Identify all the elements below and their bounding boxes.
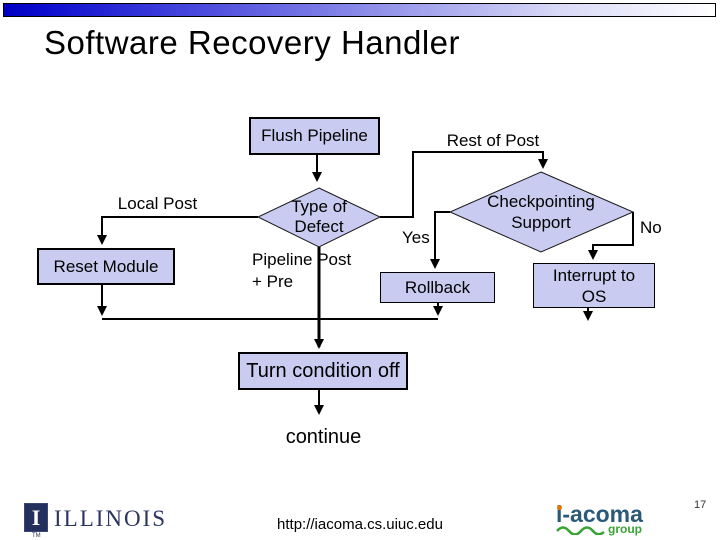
yes-label: Yes xyxy=(402,228,430,247)
arrow-local-post-to-reset xyxy=(97,216,258,245)
illinois-shield-icon: I xyxy=(24,503,48,532)
iacoma-wordmark: i-acoma xyxy=(556,501,643,527)
iacoma-wave-icon xyxy=(556,526,605,535)
page-number: 17 xyxy=(694,499,707,511)
slide-title: Software Recovery Handler xyxy=(44,24,461,61)
illinois-tm: TM xyxy=(32,533,41,539)
checkpointing-support-label: Checkpointing Support xyxy=(487,192,595,232)
local-post-label: Local Post xyxy=(117,194,198,213)
no-label: No xyxy=(640,218,662,237)
iacoma-logo: i-acoma group xyxy=(556,501,656,537)
illinois-shield-letter: I xyxy=(31,504,41,530)
continue-label: continue xyxy=(285,426,362,448)
rest-of-post-label: Rest of Post xyxy=(446,131,540,150)
turn-condition-off-box: Turn condition off xyxy=(238,352,408,390)
footer-url: http://iacoma.cs.uiuc.edu xyxy=(277,516,443,533)
pipeline-post-pre-label: Pipeline Post + Pre xyxy=(252,250,352,291)
title-gradient-bar xyxy=(3,3,716,17)
iacoma-group-label: group xyxy=(608,522,642,536)
reset-module-box: Reset Module xyxy=(37,248,175,285)
flush-pipeline-box: Flush Pipeline xyxy=(249,117,380,155)
interrupt-to-os-box: Interrupt to OS xyxy=(533,263,655,308)
iacoma-dot-icon xyxy=(557,505,562,510)
rollback-box: Rollback xyxy=(380,272,495,303)
type-of-defect-label: Type of Defect xyxy=(291,197,347,236)
illinois-wordmark: ILLINOIS xyxy=(54,506,168,531)
